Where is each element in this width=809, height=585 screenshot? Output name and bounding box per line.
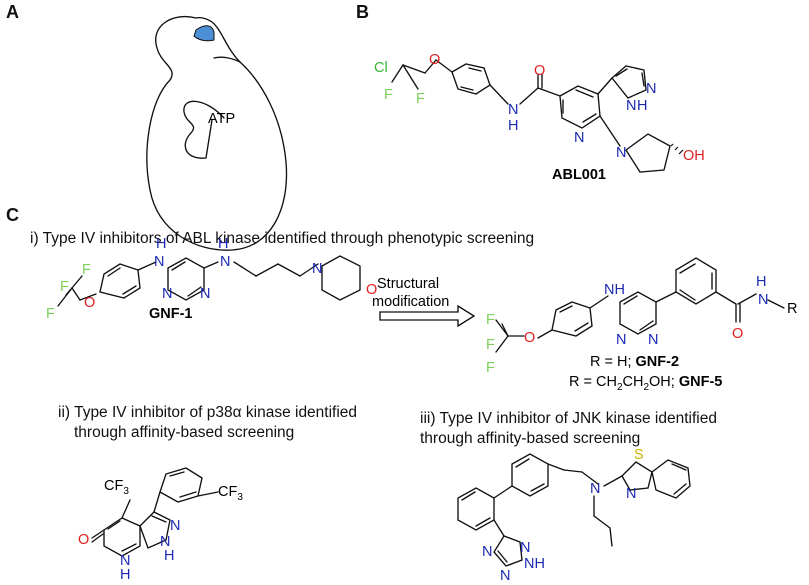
p38-carbonyl-o: O: [78, 532, 89, 548]
jnk-inhibitor-structure: N S N N NH N N: [457, 447, 691, 584]
pyridine-nitrogen: N: [574, 130, 584, 146]
section-ii-caption-line2: through affinity-based screening: [74, 424, 295, 441]
gnf2-oxygen: O: [524, 330, 535, 346]
gnf1-morpholine-o: O: [366, 282, 377, 298]
pyrazole-nh-nitrogen: N: [626, 98, 636, 114]
gnf2-amide-n: N: [758, 292, 768, 308]
arrow-label-line2: modification: [372, 294, 449, 310]
p38-n2: N: [160, 534, 170, 550]
gnf1-nh1-n: N: [154, 254, 164, 270]
gnf1-pyrimidine-n2: N: [200, 286, 210, 302]
f-atom-2: F: [416, 91, 425, 107]
jnk-thiazole-n: N: [626, 486, 636, 502]
gnf2-r-group: R: [787, 301, 797, 317]
gnf1-f2: F: [82, 262, 91, 278]
panel-letter-c: C: [6, 205, 19, 225]
f-atom-1: F: [384, 87, 393, 103]
pyrazole-nitrogen: N: [646, 81, 656, 97]
gnf1-structure: F F F O H N H N N N N O GNF-1: [46, 236, 377, 322]
gnf1-pyrimidine-n1: N: [162, 286, 172, 302]
ether-oxygen: O: [429, 52, 440, 68]
pyrazole-nh-hydrogen: H: [637, 98, 647, 114]
gnf2-f1: F: [486, 312, 495, 328]
gnf2-label-row: R = H; GNF-2: [590, 354, 679, 370]
jnk-tetrazole-nh: NH: [524, 556, 545, 572]
hydroxyl-group: OH: [683, 148, 705, 164]
jnk-sulfur: S: [634, 447, 644, 463]
section-ii-caption-line1: ii) Type IV inhibitor of p38α kinase ide…: [58, 404, 358, 421]
gnf2-carbonyl-o: O: [732, 326, 743, 342]
jnk-tetrazole-n3: N: [500, 568, 510, 584]
pyrrolidine-nitrogen: N: [616, 145, 626, 161]
amide-hydrogen: H: [508, 118, 518, 134]
atp-label: ATP: [208, 111, 235, 127]
carbonyl-oxygen: O: [534, 63, 545, 79]
p38-h1: H: [120, 567, 130, 583]
p38-inhibitor-structure: CF3 CF3 O N H N H N: [78, 467, 243, 583]
gnf1-nh2-n: N: [220, 254, 230, 270]
gnf2-structure: F F F O NH N N O N H R R = H; GNF-2 R = …: [486, 257, 797, 393]
gnf1-oxygen: O: [84, 295, 95, 311]
p38-cf3-aryl: CF3: [218, 484, 243, 503]
jnk-amine-n: N: [590, 481, 600, 497]
p38-n1: N: [120, 553, 130, 569]
arrow-label-line1: Structural: [377, 276, 439, 292]
gnf1-nh2-h: H: [218, 236, 228, 252]
structural-modification-arrow: Structural modification: [372, 276, 476, 328]
abl001-label: ABL001: [552, 167, 606, 183]
gnf2-f2: F: [486, 337, 495, 353]
section-iii-caption-line2: through affinity-based screening: [420, 430, 641, 447]
gnf2-f3: F: [486, 360, 495, 376]
p38-cf3-upper: CF3: [104, 478, 129, 497]
amide-nitrogen: N: [508, 102, 518, 118]
jnk-tetrazole-n2: N: [482, 544, 492, 560]
p38-n3: N: [170, 518, 180, 534]
section-iii-caption-line1: iii) Type IV inhibitor of JNK kinase ide…: [420, 410, 717, 427]
gnf1-f1: F: [60, 279, 69, 295]
gnf2-pyrimidine-n2: N: [648, 332, 658, 348]
cl-atom: Cl: [374, 60, 388, 76]
section-i-caption: i) Type IV inhibitors of ABL kinase iden…: [30, 230, 535, 247]
abl001-structure: Cl F F O O N H N N N H N OH ABL001: [374, 52, 705, 183]
kinase-schematic: ATP: [146, 16, 288, 251]
panel-letter-b: B: [356, 2, 369, 22]
gnf2-pyrimidine-n1: N: [616, 332, 626, 348]
gnf1-f3: F: [46, 306, 55, 322]
p38-nh: H: [164, 548, 174, 564]
gnf5-label-row: R = CH2CH2OH; GNF-5: [569, 374, 722, 393]
gnf1-morpholine-n: N: [312, 261, 322, 277]
allosteric-pocket-icon: [193, 25, 215, 42]
panel-letter-a: A: [6, 2, 19, 22]
gnf2-amide-h: H: [756, 274, 766, 290]
gnf2-nh-n: NH: [604, 282, 625, 298]
gnf1-nh1-h: H: [156, 236, 166, 252]
jnk-tetrazole-n1: N: [520, 540, 530, 556]
gnf1-label: GNF-1: [149, 306, 193, 322]
